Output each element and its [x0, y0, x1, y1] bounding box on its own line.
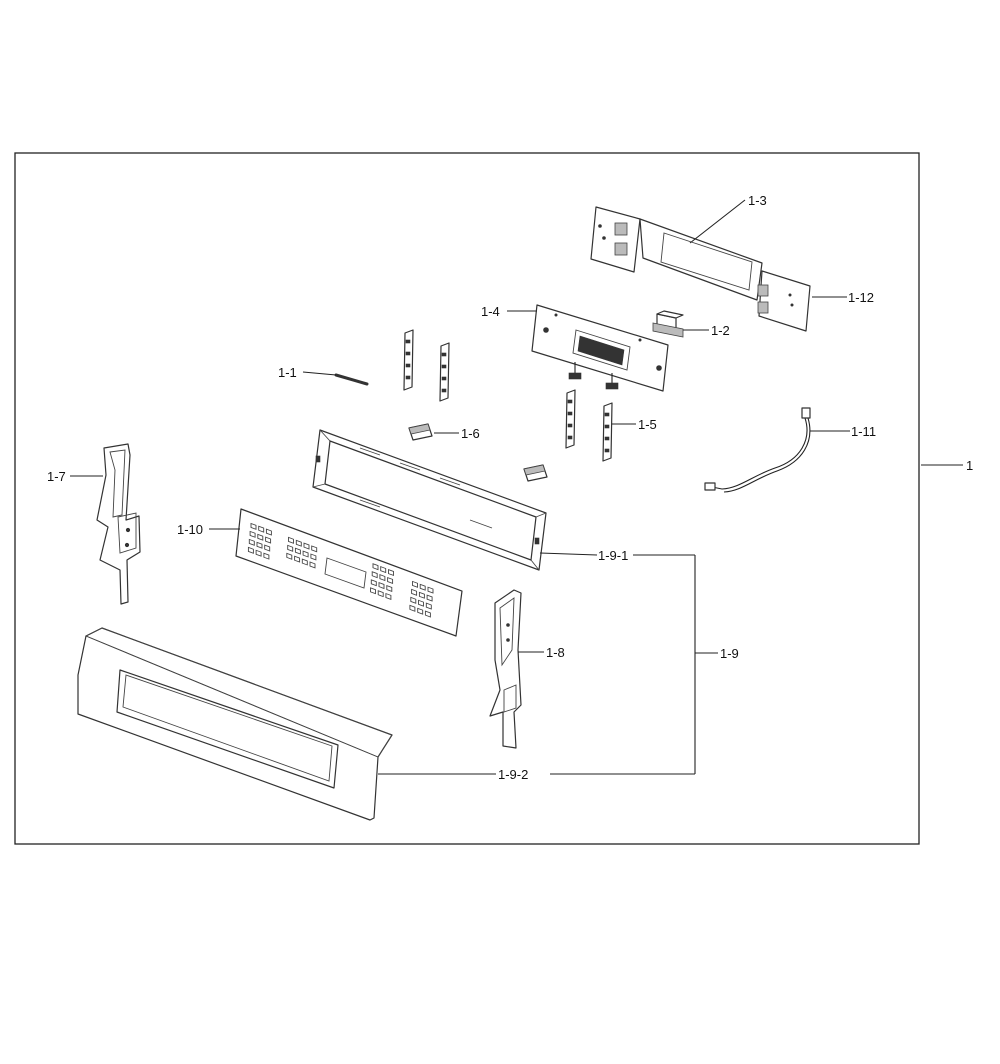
keypad-button [371, 571, 378, 579]
keypad-button [411, 588, 418, 596]
part-1-7-side-bracket [96, 443, 141, 605]
keypad-button [309, 561, 316, 569]
keypad-button [370, 579, 377, 587]
label-1-5: 1-5 [638, 417, 657, 432]
keypad-button [410, 596, 417, 604]
keypad-button [419, 583, 426, 591]
keypad-button [295, 539, 302, 547]
keypad-button [412, 580, 418, 588]
keypad-button [258, 525, 265, 533]
label-1-9: 1-9 [720, 646, 739, 661]
keypad-button [380, 566, 387, 574]
keypad-button [386, 584, 393, 593]
keypad-button [247, 546, 254, 554]
diagram-frame [14, 152, 920, 845]
keypad-button [286, 552, 293, 560]
part-1-10-overlay [235, 508, 463, 637]
keypad-button [257, 533, 264, 541]
part-slim-boards [403, 329, 613, 462]
part-1-1-rod [334, 373, 369, 386]
keypad-button [425, 602, 432, 610]
label-1-7: 1-7 [47, 469, 66, 484]
keypad-button [417, 607, 424, 615]
keypad-button [302, 550, 309, 558]
keypad-button [372, 563, 379, 571]
keypad-button [294, 555, 301, 563]
keypad-button [409, 604, 416, 612]
label-1-1: 1-1 [278, 365, 297, 380]
keypad-button [418, 599, 424, 607]
part-1-8-side-bracket [489, 589, 522, 749]
label-1-9-1: 1-9-1 [598, 548, 628, 563]
label-1-9-2: 1-9-2 [498, 767, 528, 782]
keypad-buttons [247, 522, 434, 618]
keypad-button [427, 586, 434, 594]
keypad-button [248, 538, 255, 546]
keypad-button [424, 610, 431, 618]
keypad-button [370, 587, 376, 595]
keypad-button [387, 576, 394, 585]
keypad-button [256, 541, 263, 549]
leader-lines [70, 199, 963, 775]
keypad-button [265, 536, 272, 544]
keypad-button [250, 522, 257, 530]
keypad-button [418, 591, 425, 599]
keypad-button [378, 582, 385, 590]
keypad-button [264, 544, 271, 552]
keypad-button [287, 544, 294, 552]
label-1-8: 1-8 [546, 645, 565, 660]
label-1-2: 1-2 [711, 323, 730, 338]
label-1-6: 1-6 [461, 426, 480, 441]
label-1-4: 1-4 [481, 304, 500, 319]
keypad-button [294, 547, 301, 555]
keypad-button [385, 592, 392, 600]
part-1-9-1-frame [312, 429, 547, 571]
keypad-button [310, 553, 317, 561]
label-1-11: 1-11 [851, 424, 876, 439]
keypad-button [379, 574, 386, 582]
keypad-button [377, 590, 384, 598]
part-1-2-relay [652, 310, 684, 338]
keypad-button [426, 594, 433, 602]
part-1-3-pcb [590, 206, 811, 332]
part-1-4-display-board [531, 304, 669, 392]
label-1: 1 [966, 458, 973, 473]
keypad-button [303, 542, 310, 550]
callout-labels: 1-3 1-12 1-4 1-2 1-1 1-6 1-5 1-11 1 1-7 … [47, 193, 973, 782]
part-1-6-clips [408, 423, 548, 482]
keypad-button [263, 552, 270, 560]
label-1-3: 1-3 [748, 193, 767, 208]
keypad-button [388, 568, 394, 577]
keypad-button [288, 536, 294, 544]
keypad-button [249, 530, 256, 538]
part-1-11-wire-harness [704, 407, 811, 493]
keypad-button [265, 528, 272, 536]
keypad-button [255, 549, 262, 557]
label-1-12: 1-12 [848, 290, 874, 305]
part-1-9-2-front-trim [77, 627, 393, 821]
keypad-button [311, 545, 318, 553]
keypad-button [301, 558, 308, 566]
label-1-10: 1-10 [177, 522, 203, 537]
